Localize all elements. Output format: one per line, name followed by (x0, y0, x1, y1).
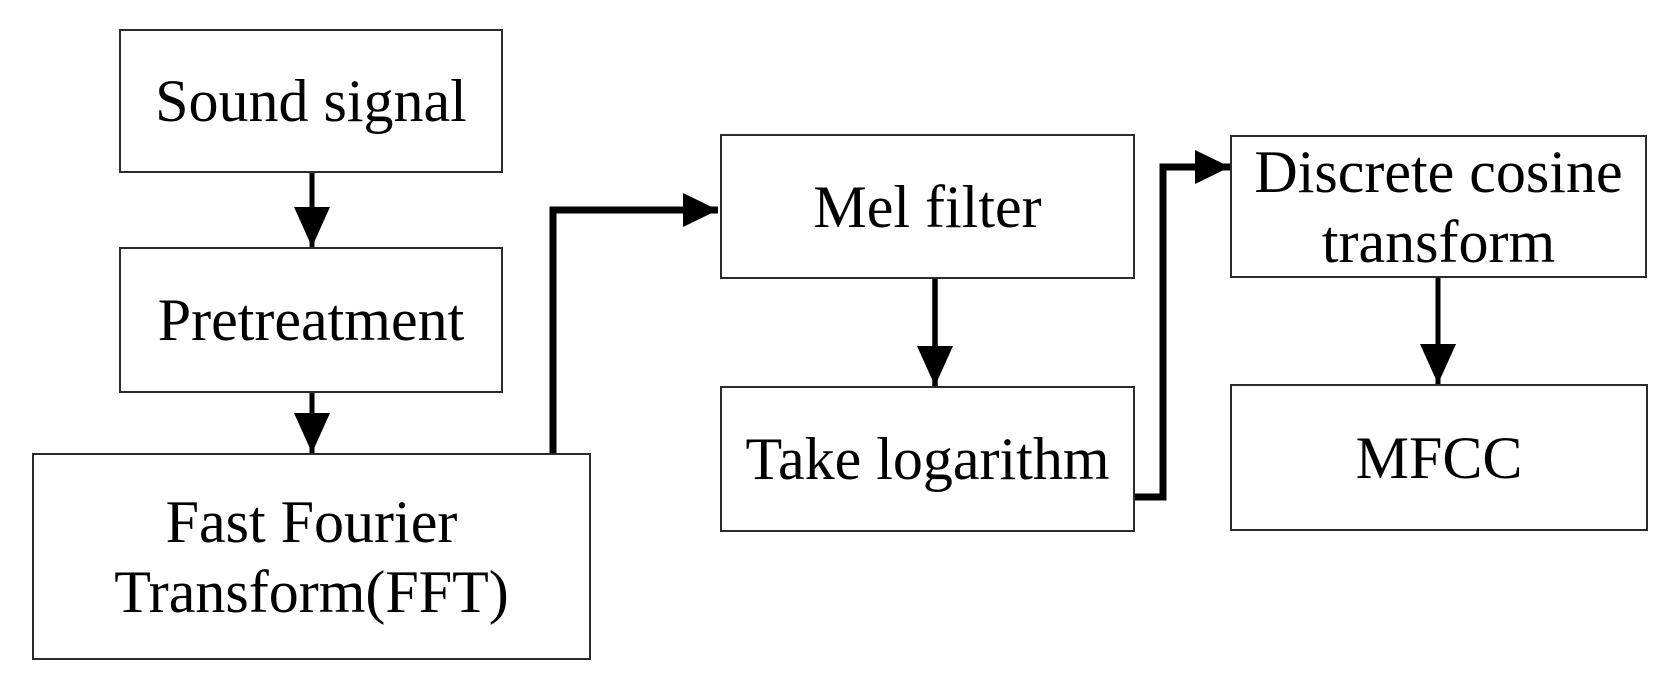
node-label: Fast Fourier Transform(FFT) (114, 488, 509, 625)
node-label: Mel filter (813, 173, 1042, 240)
node-label: Sound signal (155, 68, 467, 134)
node-mel-filter: Mel filter (720, 134, 1135, 279)
node-sound-signal: Sound signal (119, 29, 503, 173)
node-label: Pretreatment (157, 287, 465, 353)
node-dct: Discrete cosine transform (1230, 135, 1647, 278)
edge-fft-to-mel-filter (549, 193, 718, 453)
node-label: MFCC (1355, 424, 1523, 491)
node-take-logarithm: Take logarithm (720, 386, 1135, 532)
node-label: Discrete cosine transform (1254, 138, 1623, 275)
node-label: Take logarithm (745, 426, 1110, 492)
node-fft: Fast Fourier Transform(FFT) (32, 453, 591, 660)
node-mfcc: MFCC (1230, 384, 1648, 531)
node-pretreatment: Pretreatment (119, 247, 503, 393)
edge-take-logarithm-to-dct (1135, 150, 1230, 501)
